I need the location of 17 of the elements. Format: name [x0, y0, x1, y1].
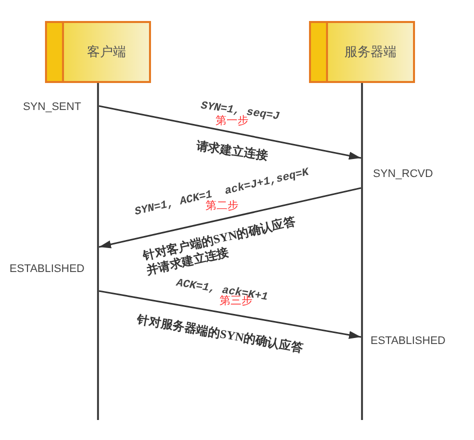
participant-name: 服务器端 [344, 43, 396, 62]
lifeline [361, 83, 363, 420]
state-label: ESTABLISHED [370, 335, 446, 349]
lifeline [97, 83, 99, 420]
step-label: 第一步 [216, 115, 248, 129]
state-label: SYN_RCVD [373, 168, 433, 182]
message-arrow [98, 290, 362, 339]
message-note: 针对客户端的SYN的确认应答并请求建立连接 [142, 214, 298, 278]
state-label: SYN_SENT [22, 101, 82, 115]
message-note: 请求建立连接 [195, 138, 269, 164]
participant-name: 客户端 [87, 43, 126, 62]
state-label: ESTABLISHED [10, 263, 84, 277]
participant-box [45, 21, 151, 83]
participant-box [309, 21, 415, 83]
message-note: 针对服务器端的SYN的确认应答 [136, 312, 304, 356]
message-arrow [98, 105, 362, 160]
message-arrow [98, 187, 362, 248]
